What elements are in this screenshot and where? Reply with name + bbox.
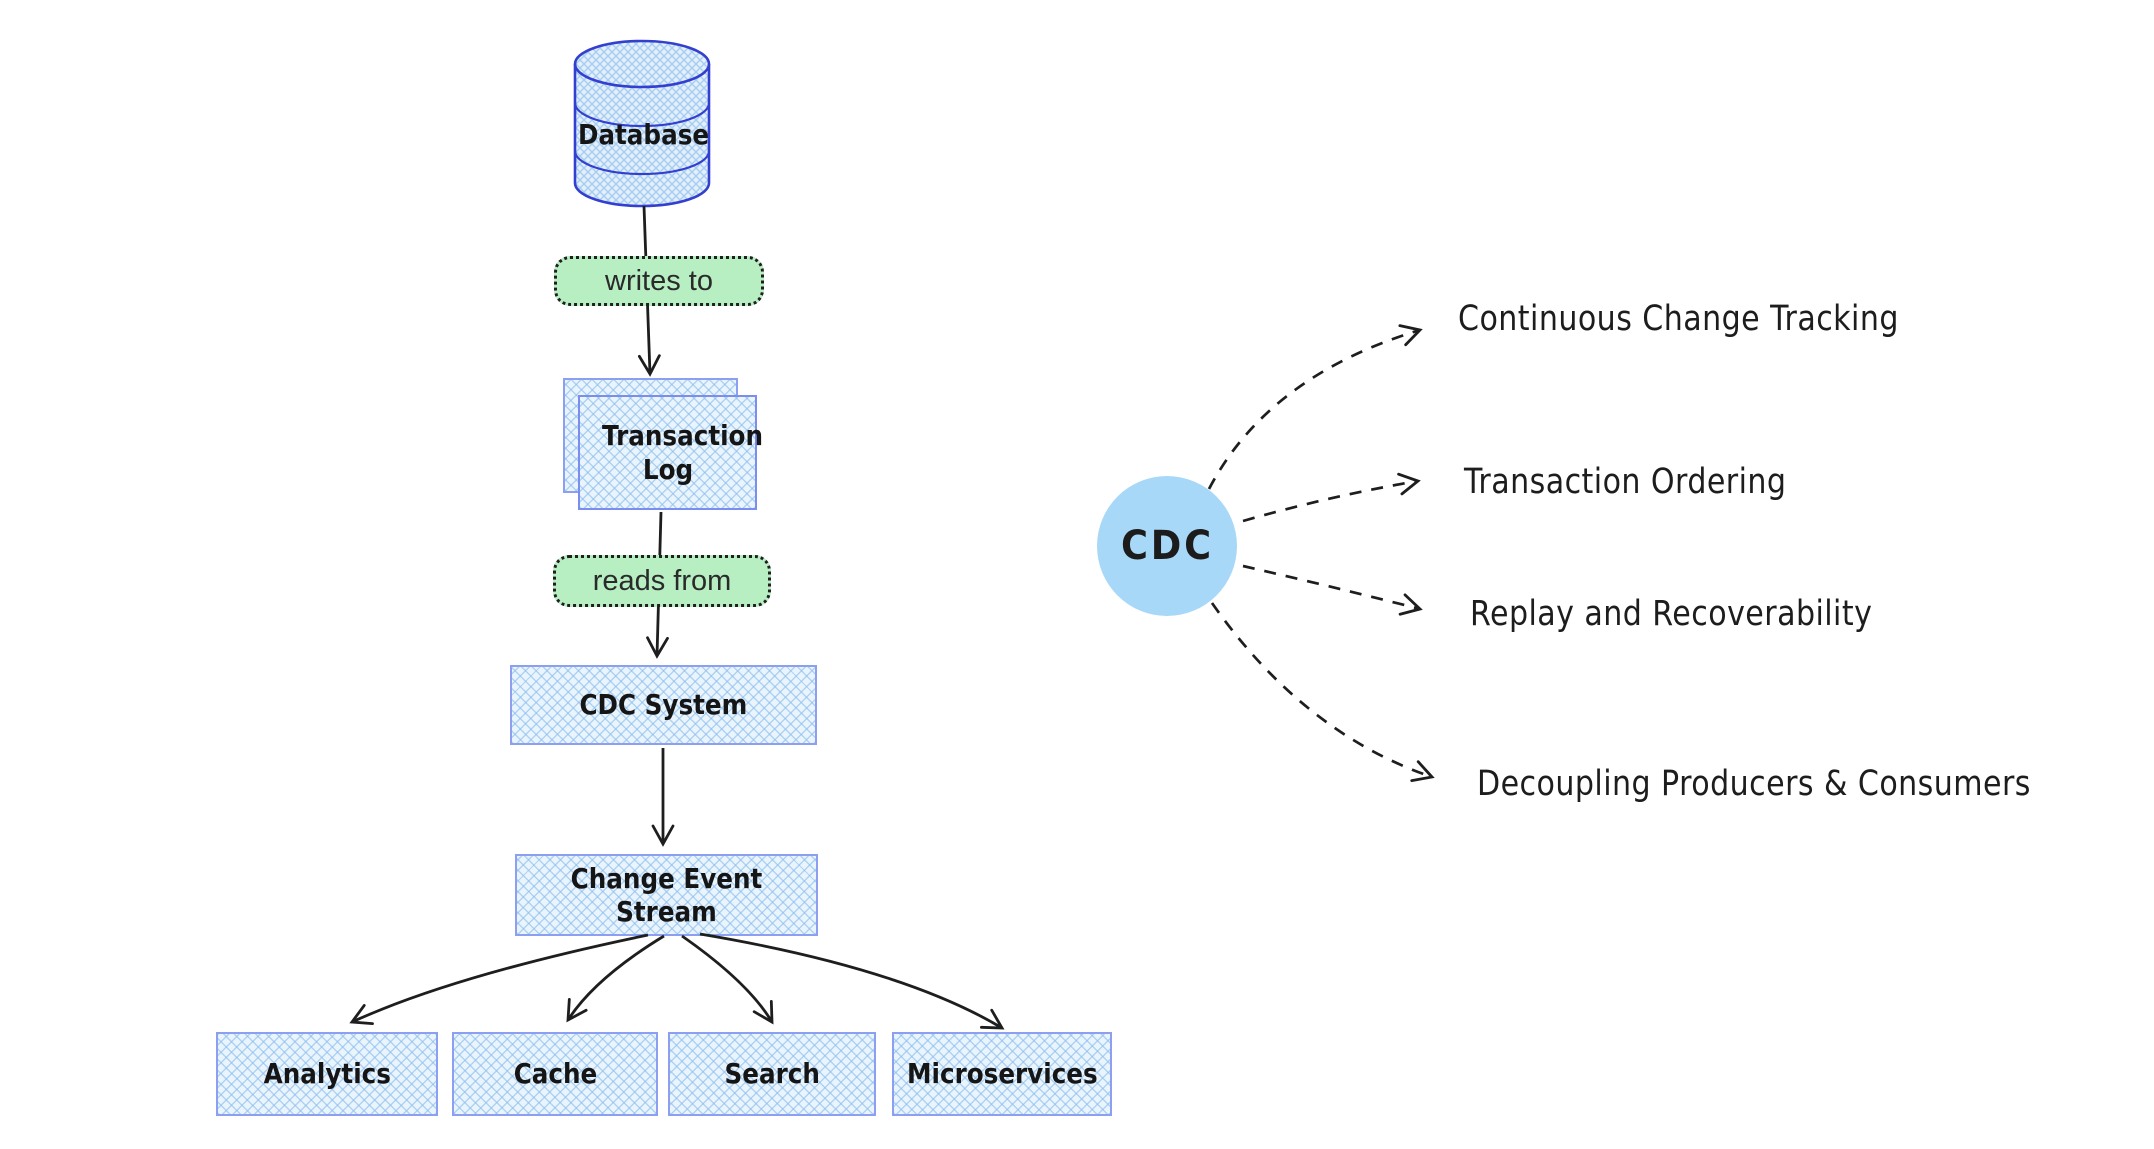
writes-to-badge: writes to [554, 256, 764, 306]
arrow-stream-to-microservices [699, 932, 1005, 1030]
writes-to-label: writes to [605, 264, 713, 297]
reads-from-badge: reads from [553, 555, 771, 607]
consumer-node-analytics: Analytics [216, 1032, 438, 1116]
database-label: Database [577, 118, 709, 152]
arrow-stream-to-analytics [349, 933, 649, 1026]
arrow-stream-to-search [681, 934, 774, 1025]
arrow-cdc-to-transaction-ordering [1242, 472, 1421, 523]
transaction-log-label: Transaction Log [601, 419, 763, 486]
consumer-node-microservices: Microservices [892, 1032, 1112, 1116]
benefit-label-replay-and-recoverability: Replay and Recoverability [1470, 594, 1873, 634]
consumer-label-analytics: Analytics [263, 1057, 391, 1091]
cdc-hub-circle: CDC [1097, 476, 1237, 616]
change-event-stream-label: Change Event Stream [570, 861, 763, 928]
cdc-system-label: CDC System [579, 688, 748, 722]
cdc-hub-label: CDC [1120, 523, 1214, 569]
arrow-cdc-to-continuous-change-tracking [1207, 324, 1423, 490]
consumer-label-microservices: Microservices [906, 1057, 1098, 1091]
arrow-cdc-to-decoupling [1210, 602, 1435, 783]
cdc-system-node: CDC System [510, 665, 817, 745]
benefit-label-decoupling-producers-consumers: Decoupling Producers & Consumers [1477, 764, 2031, 804]
benefit-label-transaction-ordering: Transaction Ordering [1464, 462, 1787, 502]
transaction-log-node: Transaction Log [578, 395, 763, 510]
benefit-label-continuous-change-tracking: Continuous Change Tracking [1458, 299, 1899, 339]
reads-from-label: reads from [592, 564, 732, 597]
arrow-cdc-to-replay-and-recoverability [1242, 564, 1423, 616]
consumer-node-cache: Cache [452, 1032, 658, 1116]
consumer-label-cache: Cache [513, 1057, 597, 1091]
arrow-stream-to-cache [566, 934, 665, 1023]
database-label-wrap: Database [576, 118, 710, 152]
change-event-stream-node: Change Event Stream [515, 854, 818, 936]
consumer-label-search: Search [724, 1057, 820, 1091]
consumer-node-search: Search [668, 1032, 876, 1116]
